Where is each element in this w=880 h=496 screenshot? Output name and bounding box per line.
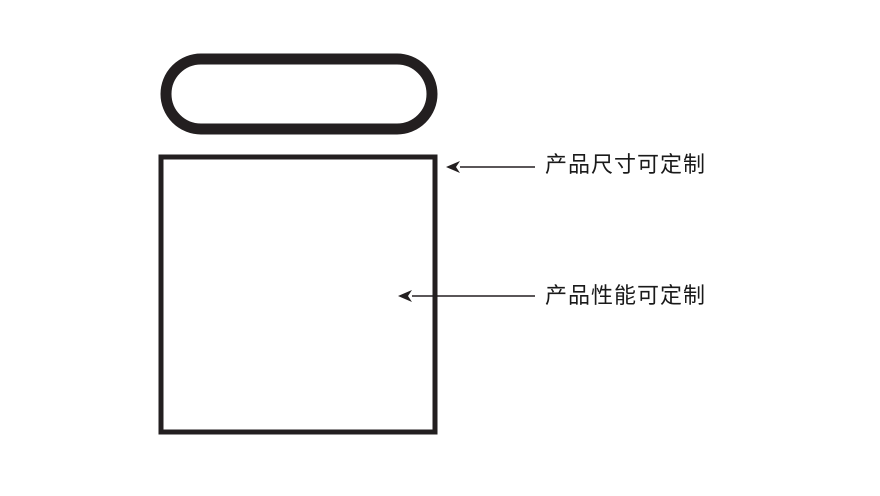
- capsule-shape: [160, 53, 438, 135]
- performance-customizable-label: 产品性能可定制: [545, 284, 707, 309]
- size-customizable-label: 产品尺寸可定制: [545, 153, 707, 178]
- size-callout-arrow: [446, 161, 535, 173]
- performance-callout-arrow: [398, 290, 535, 302]
- square-box-shape: [158, 154, 438, 435]
